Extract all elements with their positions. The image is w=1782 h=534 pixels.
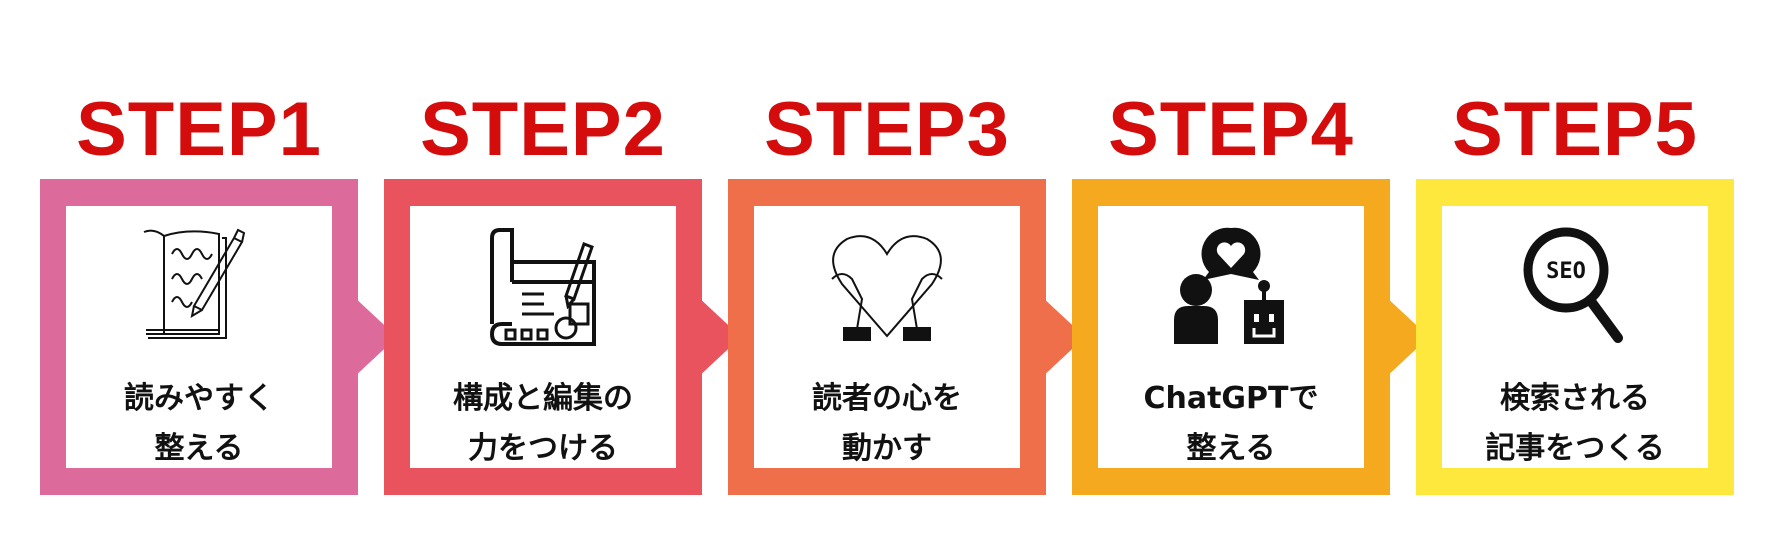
step-title: STEP4 (1108, 87, 1354, 172)
step-card-1: 読みやすく整える (40, 179, 358, 495)
step-title: STEP2 (420, 87, 666, 172)
step-card-3: 読者の心を動かす (728, 179, 1046, 495)
arrow-connector (1044, 296, 1091, 378)
step-label: 検索される記事をつくる (1485, 381, 1665, 466)
seo-magnifier-icon: SEO (1523, 227, 1623, 343)
step-card-2: 構成と編集の力をつける (384, 179, 702, 495)
person-robot-chat-icon (1174, 227, 1284, 344)
step-label: 読者の心を動かす (812, 381, 962, 466)
step-label: ChatGPTで整える (1143, 381, 1319, 466)
hands-heart-icon (831, 235, 943, 341)
arrow-connector (700, 296, 747, 378)
arrow-connector (1388, 296, 1435, 378)
step-title: STEP1 (76, 87, 322, 172)
step-card-5: SEO 検索される記事をつくる (1416, 179, 1734, 495)
seo-text: SEO (1546, 259, 1586, 284)
step-title: STEP5 (1452, 87, 1698, 172)
blueprint-pencil-icon (489, 228, 596, 346)
notebook-pen-icon (143, 228, 246, 339)
arrow-connector (356, 296, 403, 378)
step-label: 構成と編集の力をつける (453, 381, 633, 466)
step-title: STEP3 (764, 87, 1010, 172)
step-card-4: ChatGPTで整える (1072, 179, 1390, 495)
step-label: 読みやすく整える (124, 381, 274, 466)
